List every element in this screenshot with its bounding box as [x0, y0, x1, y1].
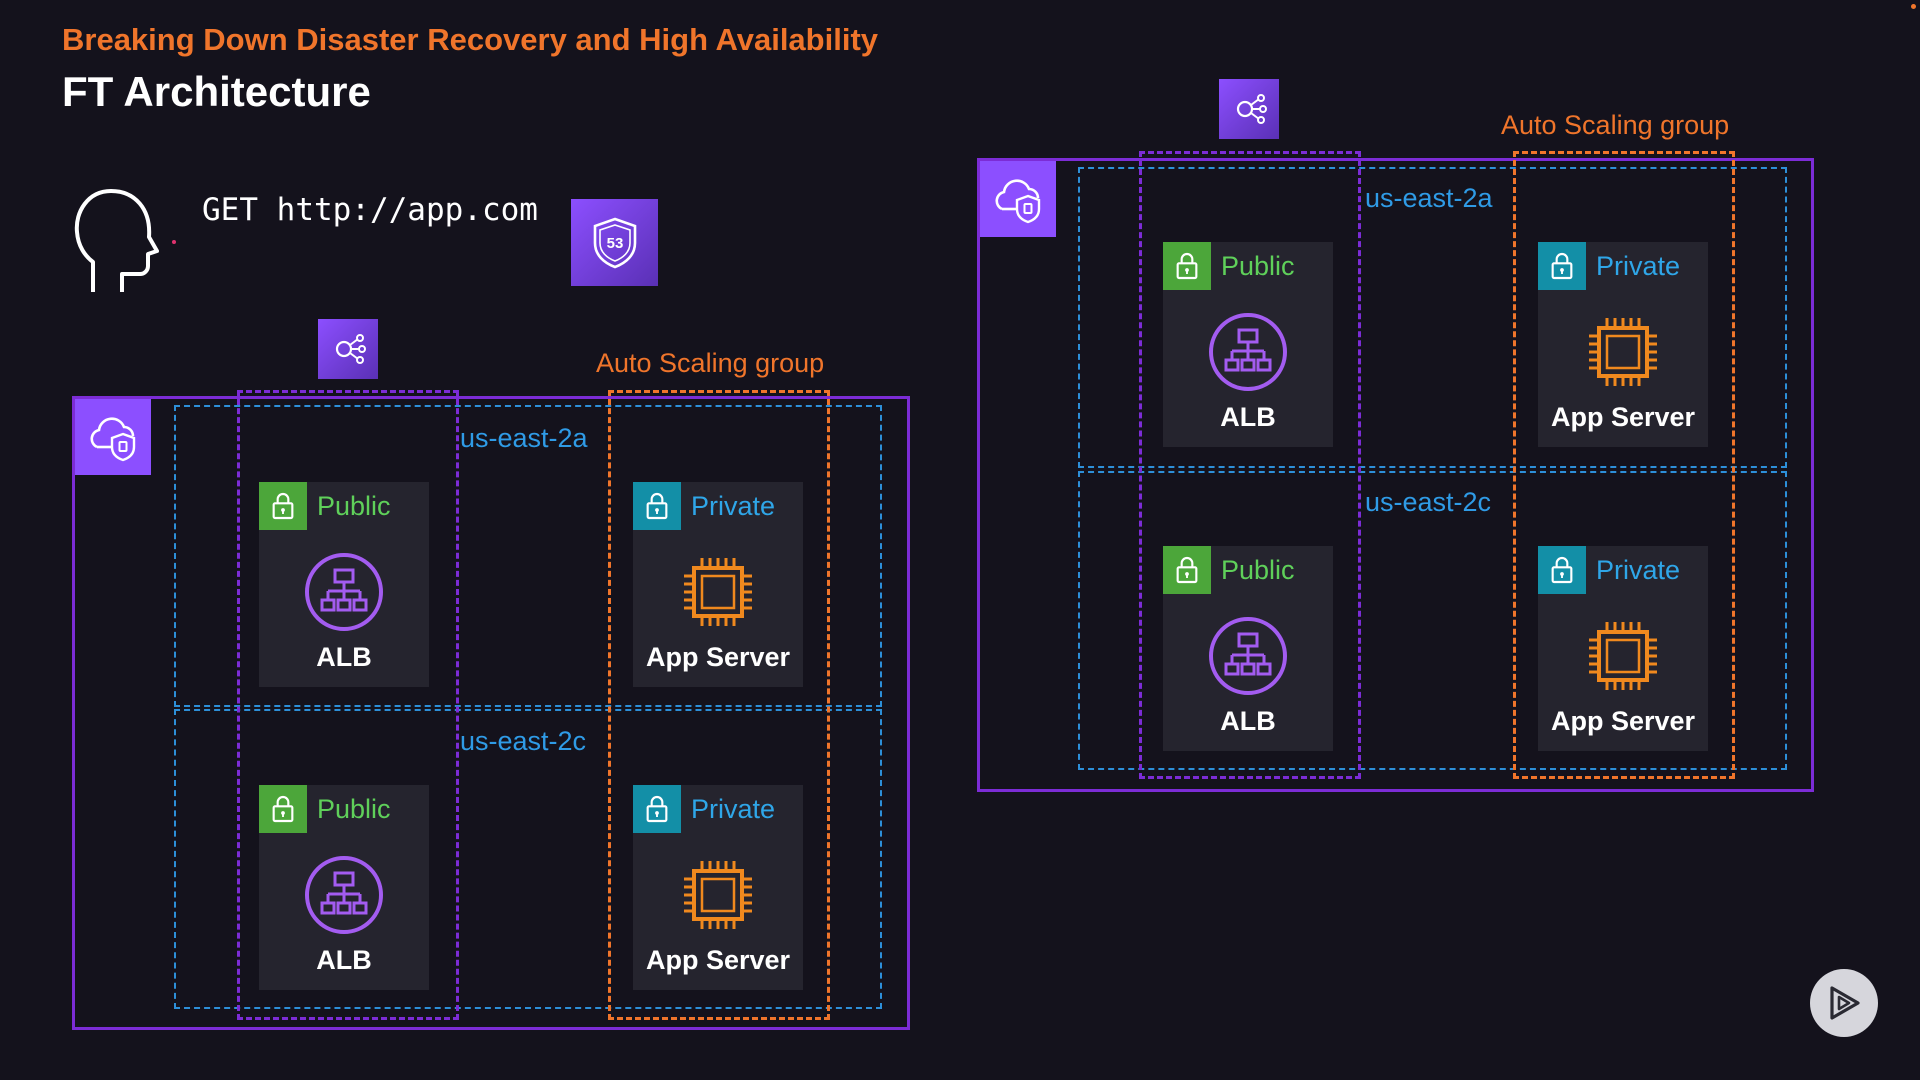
vpc-region-1: [72, 396, 910, 1030]
subnet-tag: Public: [317, 794, 391, 824]
alb-group-box: [237, 390, 459, 1020]
public-subnet-card: Public ALB: [1163, 242, 1333, 447]
public-subnet-card: Public ALB: [259, 785, 429, 990]
card-name: ALB: [1220, 706, 1276, 736]
subnet-tag: Private: [1596, 251, 1681, 281]
lock-icon: [259, 482, 307, 530]
corner-dot: [1911, 4, 1916, 9]
route53-icon: 53: [571, 199, 658, 286]
lock-icon: [1538, 546, 1586, 594]
alb-icon: [1208, 616, 1288, 696]
lock-icon: [633, 785, 681, 833]
alb-icon: [304, 855, 384, 935]
ec2-chip-icon: [1583, 616, 1663, 696]
private-subnet-card: Private App Server: [1538, 242, 1708, 447]
subnet-tag: Private: [691, 794, 776, 824]
route53-badge: 53: [606, 235, 623, 252]
page-title: FT Architecture: [62, 68, 371, 115]
lock-icon: [633, 482, 681, 530]
subnet-tag: Private: [691, 491, 776, 521]
alb-group-box: [1139, 151, 1361, 779]
public-subnet-card: Public ALB: [259, 482, 429, 687]
ec2-chip-icon: [678, 855, 758, 935]
az-label: us-east-2c: [1365, 487, 1492, 517]
az-label: us-east-2c: [460, 726, 587, 756]
load-balancer-icon: [318, 319, 378, 379]
card-name: ALB: [316, 945, 372, 975]
http-request-text: GET http://app.com: [202, 192, 538, 228]
play-logo-icon[interactable]: [1810, 969, 1878, 1037]
subnet-tag: Public: [1221, 555, 1295, 585]
subnet-tag: Public: [1221, 251, 1295, 281]
az-box-us-east-2c: [174, 709, 882, 1009]
asg-label: Auto Scaling group: [596, 348, 825, 378]
lock-icon: [1538, 242, 1586, 290]
az-label: us-east-2a: [1365, 183, 1493, 213]
load-balancer-icon: [1219, 79, 1279, 139]
asg-box: [608, 390, 830, 1020]
deck-subtitle: Breaking Down Disaster Recovery and High…: [62, 22, 879, 57]
az-label: us-east-2a: [460, 423, 588, 453]
asg-box: [1513, 151, 1735, 779]
card-name: App Server: [1550, 706, 1696, 736]
private-subnet-card: Private App Server: [1538, 546, 1708, 751]
card-name: ALB: [1220, 402, 1276, 432]
vpc-cloud-shield-icon: [980, 161, 1056, 237]
az-box-us-east-2a: [1078, 167, 1787, 468]
card-name: App Server: [645, 642, 791, 672]
ec2-chip-icon: [1583, 312, 1663, 392]
private-subnet-card: Private App Server: [633, 785, 803, 990]
card-name: App Server: [645, 945, 791, 975]
asg-label: Auto Scaling group: [1501, 110, 1730, 140]
vpc-cloud-shield-icon: [75, 399, 151, 475]
card-name: ALB: [316, 642, 372, 672]
subnet-tag: Public: [317, 491, 391, 521]
lock-icon: [259, 785, 307, 833]
az-box-us-east-2a: [174, 405, 882, 707]
private-subnet-card: Private App Server: [633, 482, 803, 687]
alb-icon: [304, 552, 384, 632]
ec2-chip-icon: [678, 552, 758, 632]
card-name: App Server: [1550, 402, 1696, 432]
az-box-us-east-2c: [1078, 471, 1787, 770]
public-subnet-card: Public ALB: [1163, 546, 1333, 751]
subnet-tag: Private: [1596, 555, 1681, 585]
lock-icon: [1163, 242, 1211, 290]
lock-icon: [1163, 546, 1211, 594]
alb-icon: [1208, 312, 1288, 392]
vpc-region-2: [977, 158, 1814, 792]
user-head-icon: [70, 182, 182, 300]
